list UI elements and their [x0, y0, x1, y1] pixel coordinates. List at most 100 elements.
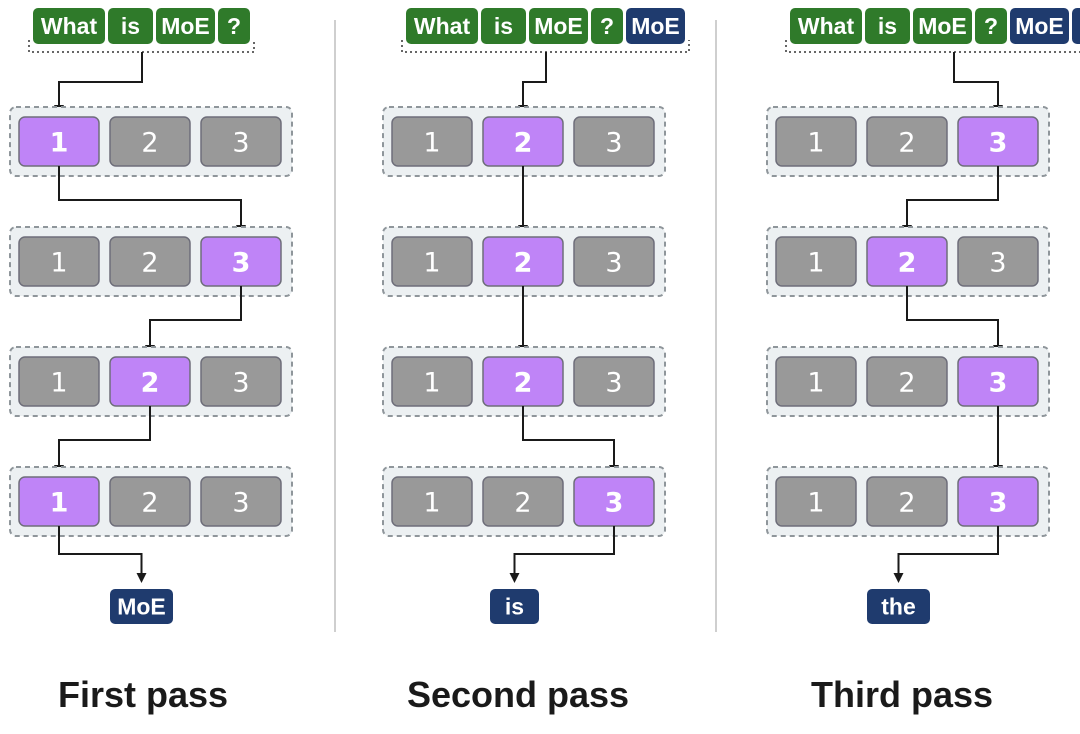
expert-label: 3	[232, 488, 249, 519]
expert-box	[200, 476, 282, 527]
expert-box	[109, 476, 191, 527]
token-label: ?	[227, 13, 241, 39]
expert-box	[482, 476, 564, 527]
expert-label: 1	[423, 248, 440, 279]
expert-label: 1	[807, 248, 824, 279]
token-label: MoE	[918, 13, 967, 39]
expert-label: 2	[141, 488, 158, 519]
expert-label: 1	[50, 368, 67, 399]
expert-box	[866, 356, 948, 407]
expert-layer: 1 2 3	[382, 226, 666, 297]
expert-box	[200, 116, 282, 167]
token-chip	[865, 8, 910, 44]
token-label: What	[41, 13, 98, 39]
token-bracket	[785, 40, 1080, 53]
expert-box	[391, 236, 473, 287]
expert-box	[866, 476, 948, 527]
expert-label: 1	[423, 128, 440, 159]
expert-box	[775, 476, 857, 527]
expert-label: 3	[989, 128, 1008, 159]
token-chip	[108, 8, 153, 44]
expert-box	[109, 236, 191, 287]
expert-box	[573, 116, 655, 167]
expert-layer: 1 2 3	[9, 226, 293, 297]
expert-label: 3	[232, 128, 249, 159]
routing-arrow	[902, 166, 999, 235]
expert-label: 3	[989, 368, 1008, 399]
expert-label: 3	[989, 488, 1008, 519]
expert-label: 1	[423, 368, 440, 399]
expert-box	[200, 356, 282, 407]
expert-box	[775, 356, 857, 407]
expert-layer: 1 2 3	[9, 466, 293, 537]
expert-label: 1	[50, 128, 69, 159]
expert-layer: 1 2 3	[9, 106, 293, 177]
output-token	[110, 589, 173, 624]
token-chip	[975, 8, 1007, 44]
expert-label: 2	[514, 368, 533, 399]
expert-label: 1	[50, 488, 69, 519]
token-chip	[33, 8, 105, 44]
expert-label: 2	[514, 248, 533, 279]
expert-label: 1	[807, 368, 824, 399]
expert-label: 3	[605, 368, 622, 399]
expert-box	[109, 116, 191, 167]
routing-arrow	[58, 526, 147, 583]
expert-label: 2	[898, 488, 915, 519]
routing-arrow	[893, 526, 999, 583]
expert-label: 2	[141, 248, 158, 279]
expert-layer: 1 2 3	[766, 106, 1050, 177]
caption-third-pass: Third pass	[810, 674, 994, 715]
expert-label: 2	[898, 248, 917, 279]
routing-arrow	[54, 52, 143, 115]
token-bracket	[28, 40, 255, 53]
routing-arrow	[522, 406, 619, 475]
expert-box	[391, 476, 473, 527]
token-label: is	[121, 13, 140, 39]
token-label: What	[414, 13, 471, 39]
expert-layer: 1 2 3	[9, 346, 293, 417]
expert-label: 1	[807, 128, 824, 159]
output-token-label: is	[505, 594, 524, 620]
routing-arrow	[54, 406, 151, 475]
expert-label: 3	[232, 368, 249, 399]
output-token-label: MoE	[117, 594, 166, 620]
expert-label: 3	[989, 248, 1006, 279]
expert-label: 3	[232, 248, 251, 279]
expert-box	[775, 116, 857, 167]
token-chip	[913, 8, 972, 44]
token-label: ?	[600, 13, 614, 39]
output-token	[490, 589, 539, 624]
expert-box	[18, 356, 100, 407]
expert-box	[866, 116, 948, 167]
routing-arrow	[906, 286, 1003, 355]
expert-label: 2	[141, 368, 160, 399]
expert-label: 3	[605, 128, 622, 159]
expert-layer: 1 2 3	[382, 466, 666, 537]
expert-label: 1	[50, 248, 67, 279]
expert-label: 3	[605, 248, 622, 279]
expert-label: 2	[141, 128, 158, 159]
token-chip	[626, 8, 685, 44]
expert-label: 2	[514, 488, 531, 519]
token-chip	[481, 8, 526, 44]
token-chip	[529, 8, 588, 44]
output-token	[867, 589, 930, 624]
token-chip	[591, 8, 623, 44]
token-chip	[1010, 8, 1069, 44]
expert-label: 1	[423, 488, 440, 519]
token-label: MoE	[1015, 13, 1064, 39]
routing-arrow	[58, 166, 246, 235]
caption-first-pass: First pass	[57, 674, 229, 715]
expert-label: 2	[898, 128, 915, 159]
expert-label: 3	[605, 488, 624, 519]
token-chip	[790, 8, 862, 44]
token-label: is	[878, 13, 897, 39]
expert-box	[573, 236, 655, 287]
